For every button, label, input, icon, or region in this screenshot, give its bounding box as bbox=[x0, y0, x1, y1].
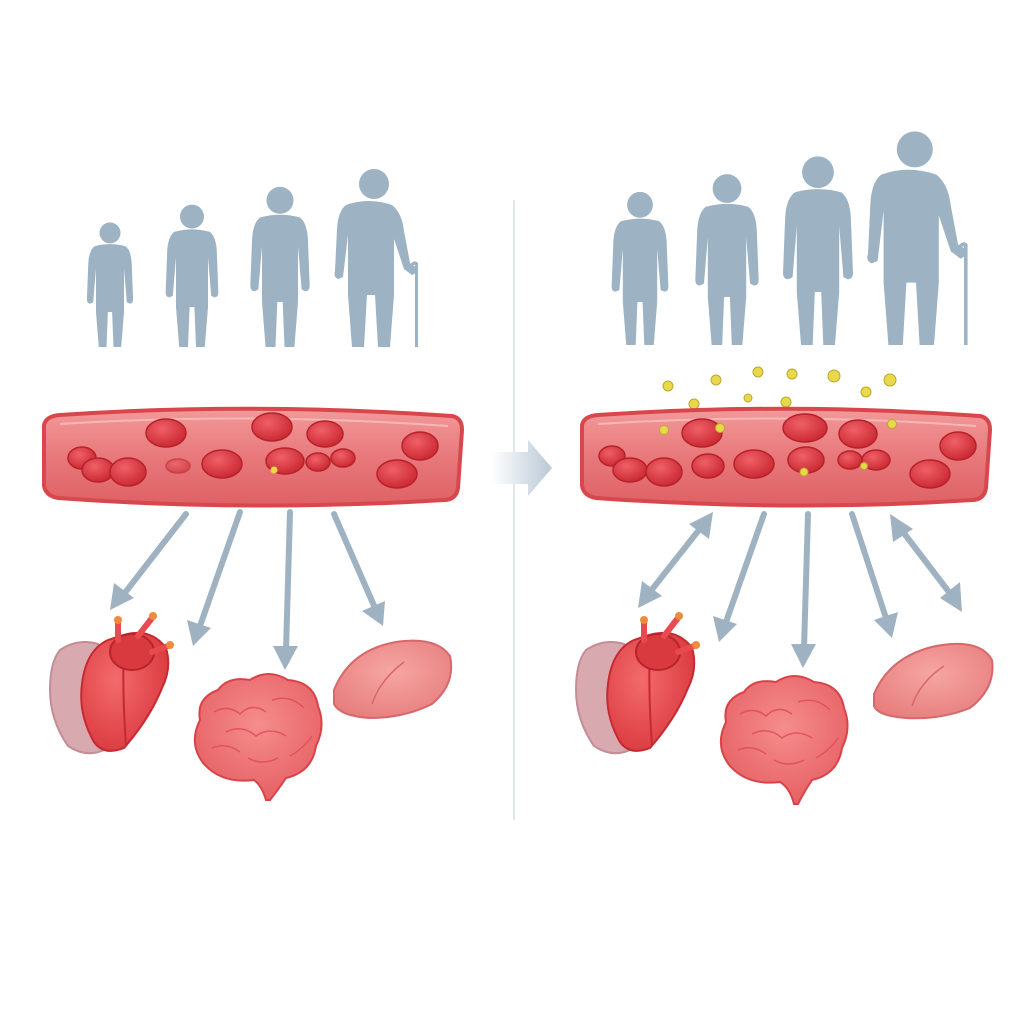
left-liver-organ bbox=[333, 639, 453, 720]
left-particle bbox=[270, 466, 278, 474]
left-blood-vessel bbox=[42, 406, 465, 508]
right-brain-organ bbox=[719, 675, 849, 805]
right-people-group bbox=[611, 131, 968, 345]
right-particles-in-vessel bbox=[659, 419, 897, 477]
right-panel bbox=[574, 131, 994, 805]
right-person-adult-1 bbox=[695, 174, 759, 345]
right-person-child bbox=[611, 191, 669, 345]
left-person-older-child bbox=[165, 204, 219, 347]
right-blood-vessel bbox=[580, 406, 993, 508]
left-panel bbox=[42, 169, 465, 801]
left-person-child bbox=[86, 222, 134, 347]
left-red-blood-cells bbox=[67, 412, 439, 489]
right-liver-organ bbox=[873, 642, 994, 720]
right-heart-organ bbox=[574, 612, 700, 755]
left-brain-organ bbox=[193, 673, 323, 801]
left-arrows bbox=[110, 509, 385, 670]
right-person-adult-2 bbox=[783, 156, 853, 345]
left-heart-organ bbox=[48, 612, 174, 755]
left-person-elderly bbox=[334, 169, 418, 347]
transition-arrow bbox=[492, 440, 552, 496]
right-arrows bbox=[638, 511, 962, 668]
right-red-blood-cells bbox=[598, 413, 977, 489]
right-person-elderly bbox=[867, 131, 968, 345]
left-person-adult bbox=[250, 186, 310, 347]
left-people-group bbox=[86, 169, 418, 347]
